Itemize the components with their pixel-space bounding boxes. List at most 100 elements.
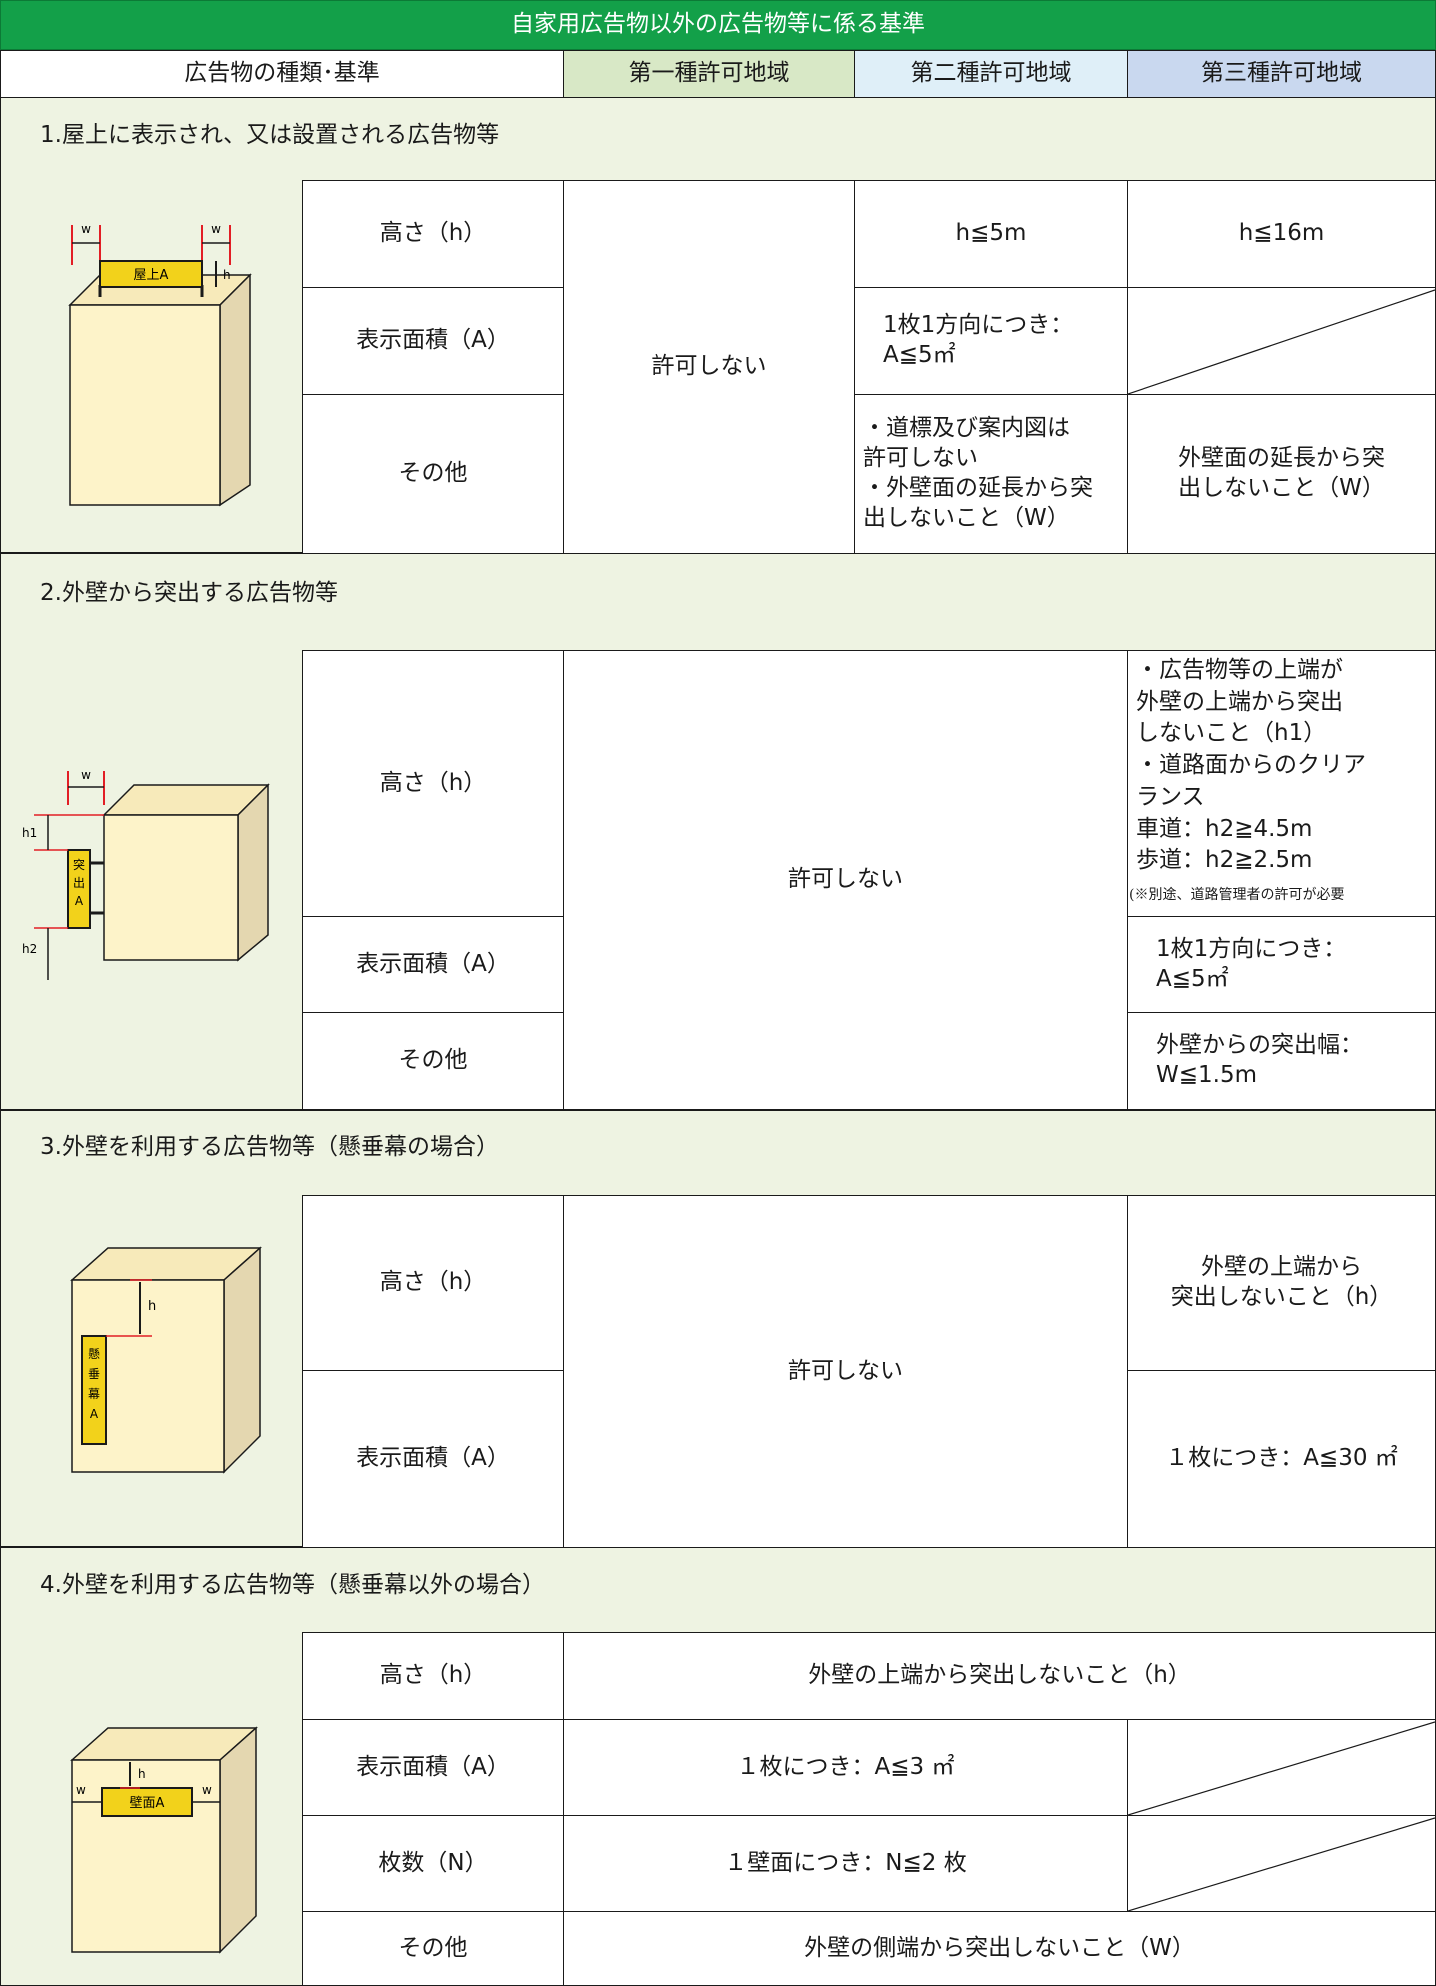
s4-row-area-label: 表示面積（A）	[356, 1753, 510, 1780]
svg-text:w: w	[202, 1783, 212, 1797]
s1-row-height-label: 高さ（h）	[379, 220, 487, 247]
s1-zone3-height: h≦16m	[1127, 180, 1436, 288]
svg-text:h1: h1	[22, 826, 37, 840]
s3-zone3-height: 外壁の上端から 突出しないこと（h）	[1127, 1195, 1436, 1371]
s4-other-all-text: 外壁の側端から突出しないこと（W）	[804, 1934, 1195, 1961]
diagonal-slash	[1128, 1721, 1435, 1815]
s4-height-all: 外壁の上端から突出しないこと（h）	[563, 1632, 1436, 1720]
s4-row-other: その他	[302, 1911, 564, 1986]
s3-zone12-value: 許可しない	[563, 1195, 1128, 1548]
s1-row-area-label: 表示面積（A）	[356, 327, 510, 354]
header-zone-2-label: 第二種許可地域	[910, 60, 1072, 87]
svg-text:垂: 垂	[88, 1367, 100, 1381]
s1-row-area: 表示面積（A）	[302, 287, 564, 395]
s1-zone3-height-text: h≦16m	[1238, 220, 1325, 247]
svg-text:w: w	[211, 222, 221, 236]
header-kind-label: 広告物の種類･基準	[184, 60, 380, 87]
section-3-title: 3.外壁を利用する広告物等（懸垂幕の場合）	[40, 1134, 499, 1160]
header-zone-1-label: 第一種許可地域	[628, 60, 790, 87]
header-zone-2: 第二種許可地域	[854, 50, 1128, 98]
section-4-title: 4.外壁を利用する広告物等（懸垂幕以外の場合）	[40, 1572, 545, 1598]
svg-text:h: h	[148, 1299, 156, 1314]
s3-zone3-height-text: 外壁の上端から 突出しないこと（h）	[1170, 1254, 1393, 1310]
header-kind: 広告物の種類･基準	[0, 50, 564, 98]
s2-zone3-height: ・広告物等の上端が 外壁の上端から突出 しないこと（h1） ・道路面からのクリア…	[1127, 650, 1436, 917]
s4-area-zone3-empty	[1127, 1719, 1436, 1816]
diagonal-slash	[1128, 1817, 1435, 1911]
header-zone-3-label: 第三種許可地域	[1201, 60, 1362, 87]
s1-zone2-height: h≦5m	[854, 180, 1128, 288]
s1-zone3-area-empty	[1127, 287, 1436, 395]
s2-row-other-label: その他	[398, 1047, 468, 1074]
s1-zone2-area: 1枚1方向につき： A≦5㎡	[854, 287, 1128, 395]
svg-text:A: A	[75, 894, 84, 908]
s2-row-height-label: 高さ（h）	[379, 769, 487, 796]
s3-zone3-area-text: １枚につき：A≦30 ㎡	[1165, 1445, 1398, 1472]
s2-zone12-value: 許可しない	[563, 650, 1128, 1110]
s3-zone3-area: １枚につき：A≦30 ㎡	[1127, 1370, 1436, 1548]
section-2-title: 2.外壁から突出する広告物等	[40, 580, 338, 606]
s4-row-other-label: その他	[398, 1934, 468, 1961]
s4-row-height: 高さ（h）	[302, 1632, 564, 1720]
svg-text:幕: 幕	[88, 1387, 100, 1401]
s2-row-area-label: 表示面積（A）	[356, 950, 510, 977]
diagonal-slash	[1128, 289, 1435, 394]
svg-text:懸: 懸	[88, 1347, 100, 1361]
s1-row-other-label: その他	[398, 460, 468, 487]
svg-text:h2: h2	[22, 942, 37, 956]
s3-row-area-label: 表示面積（A）	[356, 1445, 510, 1472]
s2-zone3-area: 1枚1方向につき： A≦5㎡	[1127, 916, 1436, 1013]
s4-row-count-label: 枚数（N）	[378, 1849, 488, 1876]
s2-row-area: 表示面積（A）	[302, 916, 564, 1013]
s4-area-zone12-text: １枚につき：A≦3 ㎡	[736, 1753, 955, 1780]
s2-zone3-area-text: 1枚1方向につき： A≦5㎡	[1156, 935, 1347, 992]
s4-row-height-label: 高さ（h）	[379, 1662, 487, 1689]
s4-height-all-text: 外壁の上端から突出しないこと（h）	[808, 1662, 1191, 1689]
header-zone-1: 第一種許可地域	[563, 50, 855, 98]
s2-zone3-height-text: ・広告物等の上端が 外壁の上端から突出 しないこと（h1） ・道路面からのクリア…	[1136, 657, 1366, 874]
s4-area-zone12: １枚につき：A≦3 ㎡	[563, 1719, 1128, 1816]
s1-zone2-area-text: 1枚1方向につき： A≦5㎡	[883, 312, 1074, 368]
s3-row-height-label: 高さ（h）	[379, 1269, 487, 1296]
s2-zone12-text: 許可しない	[788, 866, 903, 893]
table-title-text: 自家用広告物以外の広告物等に係る基準	[511, 11, 925, 38]
hanging-banner-figure: 懸 垂 幕 A h	[70, 1246, 262, 1474]
s4-other-all: 外壁の側端から突出しないこと（W）	[563, 1911, 1436, 1986]
s1-zone2-other-text: ・道標及び案内図は 許可しない ・外壁面の延長から突 出しないこと（W）	[863, 415, 1093, 531]
svg-text:出: 出	[73, 876, 85, 890]
s1-row-other: その他	[302, 394, 564, 554]
svg-text:h: h	[223, 268, 231, 282]
s2-zone3-other-text: 外壁からの突出幅： W≦1.5m	[1156, 1032, 1363, 1088]
s1-zone2-other: ・道標及び案内図は 許可しない ・外壁面の延長から突 出しないこと（W）	[854, 394, 1128, 554]
s3-row-area: 表示面積（A）	[302, 1370, 564, 1548]
table-title: 自家用広告物以外の広告物等に係る基準	[0, 0, 1436, 50]
header-zone-3: 第三種許可地域	[1127, 50, 1436, 98]
s4-row-area: 表示面積（A）	[302, 1719, 564, 1816]
section-1-title: 1.屋上に表示され、又は設置される広告物等	[40, 122, 500, 148]
s1-zone1-text: 許可しない	[651, 353, 767, 380]
projecting-sign-figure: 突 出 A w h1 h2	[22, 768, 270, 980]
rooftop-sign-figure: 屋上A w w h	[68, 222, 252, 507]
s2-zone3-other: 外壁からの突出幅： W≦1.5m	[1127, 1012, 1436, 1110]
svg-text:w: w	[81, 768, 91, 782]
svg-text:w: w	[76, 1783, 86, 1797]
svg-text:h: h	[138, 1767, 146, 1781]
s4-count-zone12: １壁面につき：N≦2 枚	[563, 1815, 1128, 1912]
s3-zone12-text: 許可しない	[788, 1357, 903, 1384]
s4-count-zone3-empty	[1127, 1815, 1436, 1912]
s2-row-other: その他	[302, 1012, 564, 1110]
s3-row-height: 高さ（h）	[302, 1195, 564, 1371]
wall-sign-figure: 壁面A w w h	[70, 1726, 258, 1954]
s4-row-count: 枚数（N）	[302, 1815, 564, 1912]
s1-zone2-height-text: h≦5m	[955, 220, 1027, 247]
s4-count-zone12-text: １壁面につき：N≦2 枚	[724, 1849, 967, 1876]
s1-zone3-other-text: 外壁面の延長から突 出しないこと（W）	[1178, 445, 1385, 501]
svg-text:A: A	[90, 1407, 99, 1421]
svg-text:壁面A: 壁面A	[130, 1796, 165, 1811]
rooftop-sign-label: 屋上A	[134, 268, 169, 283]
s2-zone3-note: (※別途、道路管理者の許可が必要	[1129, 887, 1345, 903]
s2-row-height: 高さ（h）	[302, 650, 564, 917]
s1-zone1-value: 許可しない	[563, 180, 855, 554]
svg-text:w: w	[81, 222, 91, 236]
svg-text:突: 突	[73, 857, 85, 872]
